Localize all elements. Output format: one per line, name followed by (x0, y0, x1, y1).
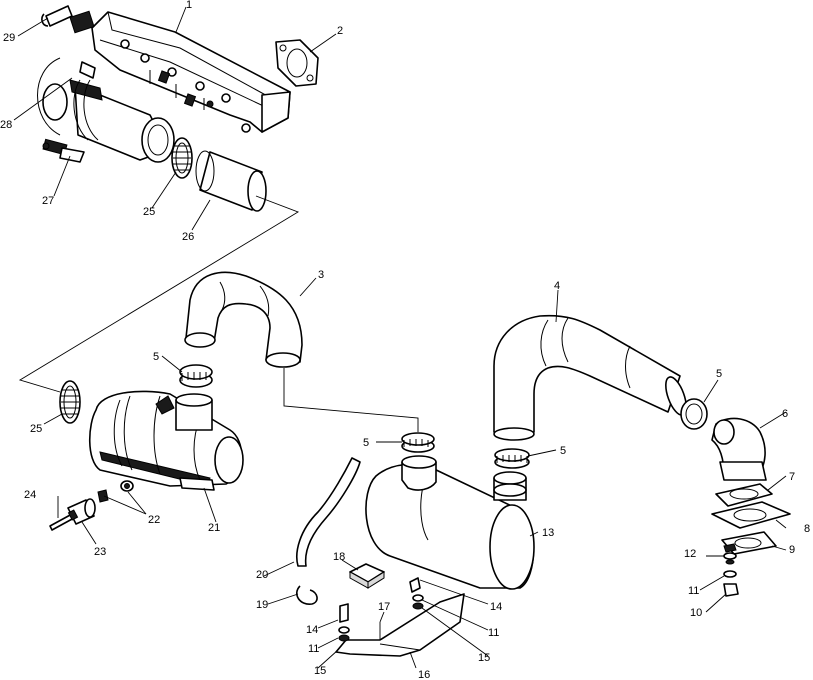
exhaust-manifold (91, 11, 291, 133)
clip-part-19 (296, 585, 318, 605)
spring-ring-part-5-a (179, 364, 213, 388)
callout-7: 7 (789, 471, 795, 483)
callout-16: 16 (418, 669, 430, 680)
callout-24: 24 (24, 489, 36, 501)
callout-5-a: 5 (153, 351, 159, 363)
flange-part-7 (715, 483, 773, 507)
spring-ring-part-5-d (680, 398, 708, 430)
callout-6: 6 (782, 408, 788, 420)
pipe-part-4 (493, 314, 687, 441)
nut-part-10 (723, 583, 739, 597)
u-pipe-part-3 (184, 271, 303, 368)
callout-3: 3 (318, 269, 324, 281)
flange-part-9 (721, 531, 777, 555)
leader-lines (13, 6, 787, 669)
callout-25-upper: 25 (143, 206, 155, 218)
callout-13: 13 (542, 527, 554, 539)
callout-5-b: 5 (363, 437, 369, 449)
callout-27: 27 (42, 195, 54, 207)
callout-12: 12 (684, 548, 696, 560)
gasket-part-8 (711, 501, 791, 529)
callout-23: 23 (94, 546, 106, 558)
clamp-bolt-part-27 (42, 138, 85, 163)
callout-11-upper: 11 (488, 627, 499, 639)
callout-15-lower: 15 (314, 665, 326, 677)
callout-8: 8 (804, 523, 810, 535)
hose-part-20 (296, 457, 361, 567)
fitting-part-29 (41, 5, 95, 34)
spring-ring-part-5-c (494, 448, 530, 469)
callout-11-lower: 11 (308, 643, 319, 655)
elbow-part-6 (711, 417, 767, 481)
washer-part-11-upper (412, 594, 424, 610)
callout-19: 19 (256, 599, 268, 611)
screw-part-14-lower (339, 603, 349, 623)
callout-29: 29 (3, 32, 15, 44)
pad-part-18 (349, 563, 385, 589)
callout-20: 20 (256, 569, 268, 581)
callout-11-right: 11 (688, 585, 699, 597)
coupler-part-28 (37, 57, 175, 163)
muffler-outlet-pipe (493, 471, 527, 501)
callout-10: 10 (690, 607, 702, 619)
bracket-part-16 (335, 593, 465, 657)
muffler-part-13 (365, 463, 535, 590)
callout-28: 28 (0, 119, 12, 131)
muffler-inlet-pipe (401, 455, 437, 491)
sleeve-part-26 (195, 150, 267, 212)
screw-part-24 (49, 509, 79, 531)
callout-14-upper: 14 (490, 601, 502, 613)
callout-4: 4 (554, 280, 560, 292)
silencer-part-21 (88, 390, 244, 491)
mount-hardware-part-22 (97, 480, 134, 503)
callout-5-c: 5 (560, 445, 566, 457)
callout-1: 1 (186, 0, 192, 11)
screw-part-14-upper (409, 577, 421, 593)
callout-2: 2 (337, 25, 343, 37)
washer-part-11-lower (338, 626, 350, 642)
callout-25-lower: 25 (30, 423, 42, 435)
callout-18: 18 (333, 551, 345, 563)
callout-22: 22 (148, 514, 160, 526)
callout-5-d: 5 (716, 368, 722, 380)
spring-ring-part-5-b (401, 432, 435, 453)
washer-part-11-right (723, 570, 737, 578)
spring-ring-part-25-lower (59, 380, 81, 424)
callout-17: 17 (378, 601, 390, 613)
spring-ring-part-25-upper (171, 137, 193, 179)
callout-15-upper: 15 (478, 652, 490, 664)
callout-9: 9 (789, 544, 795, 556)
gasket-part-2 (275, 39, 319, 87)
callout-21: 21 (208, 522, 220, 534)
washer-part-12 (723, 552, 737, 565)
callout-14-lower: 14 (306, 624, 318, 636)
callout-26: 26 (182, 231, 194, 243)
